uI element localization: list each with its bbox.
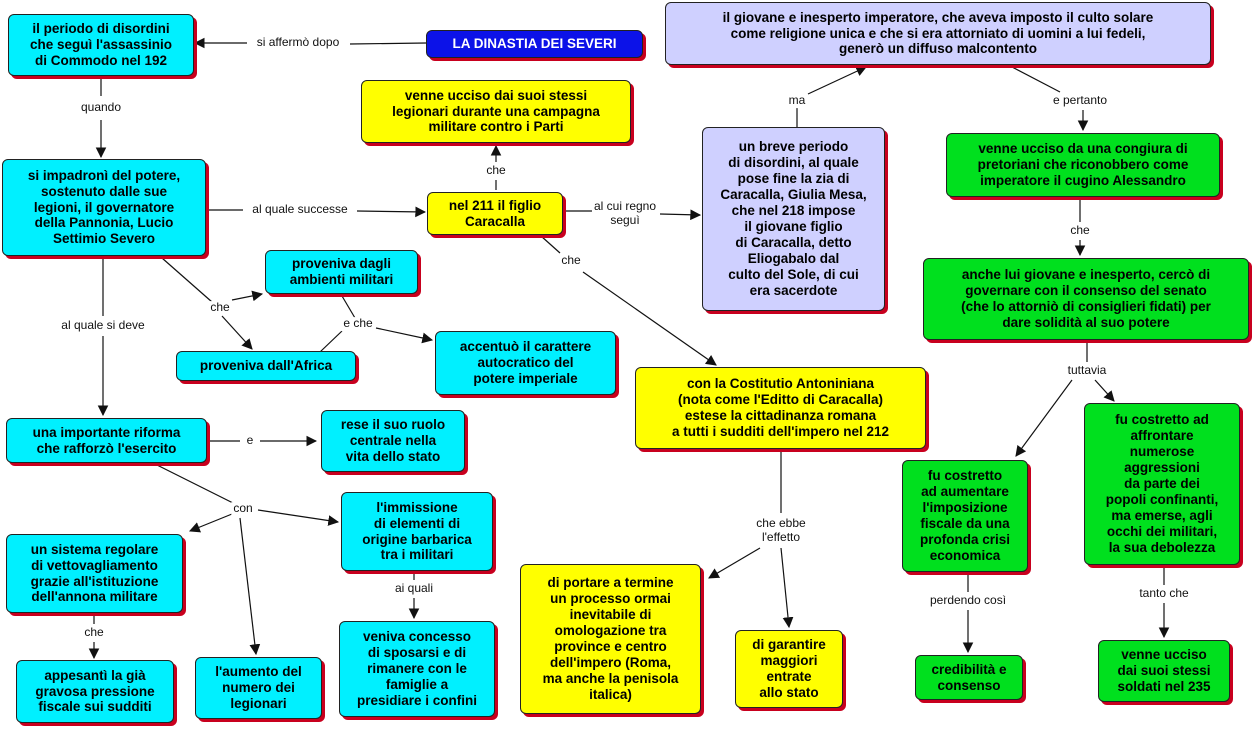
link-label-ai-quali: ai quali: [392, 581, 436, 596]
concept-immissione-barbari[interactable]: l'immissione di elementi di origine barb…: [341, 492, 493, 571]
concept-congiura-pretoriani[interactable]: venne ucciso da una congiura di pretoria…: [946, 133, 1220, 197]
concept-title[interactable]: LA DINASTIA DEI SEVERI: [426, 30, 643, 58]
concept-concesso-sposarsi[interactable]: veniva concesso di sposarsi e di rimaner…: [339, 621, 495, 717]
concept-caracalla[interactable]: nel 211 il figlio Caracalla: [427, 192, 563, 235]
link-label-che-alessandro: che: [1068, 223, 1092, 238]
concept-ucciso-parti[interactable]: venne ucciso dai suoi stessi legionari d…: [361, 80, 631, 143]
concept-maggiori-entrate[interactable]: di garantire maggiori entrate allo stato: [735, 630, 843, 708]
concept-credibilita-consenso[interactable]: credibilità e consenso: [915, 655, 1023, 700]
edge-title-disordini: [349, 42, 427, 45]
concept-disordini-192[interactable]: il periodo di disordini che seguì l'assa…: [8, 14, 194, 76]
concept-vettovagliamento[interactable]: un sistema regolare di vettovagliamento …: [6, 534, 183, 613]
concept-ucciso-235[interactable]: venne ucciso dai suoi stessi soldati nel…: [1098, 640, 1230, 702]
concept-settimio-severo[interactable]: si impadronì del potere, sostenuto dalle…: [2, 159, 206, 256]
concept-pressione-fiscale[interactable]: appesantì la già gravosa pressione fisca…: [16, 660, 174, 723]
link-label-al-cui-regno: al cui regno seguì: [591, 199, 659, 228]
link-label-che-ebbe-effetto: che ebbe l'effetto: [754, 516, 808, 545]
concept-breve-periodo-eliogabalo[interactable]: un breve periodo di disordini, al quale …: [702, 127, 885, 311]
link-label-tanto-che: tanto che: [1137, 586, 1191, 601]
concept-riforma-esercito[interactable]: una importante riforma che rafforzò l'es…: [6, 418, 207, 463]
link-label-che-costitutio: che: [559, 253, 583, 268]
link-label-con: con: [231, 501, 255, 516]
concept-giovane-imperatore[interactable]: il giovane e inesperto imperatore, che a…: [665, 2, 1211, 65]
concept-imposizione-fiscale[interactable]: fu costretto ad aumentare l'imposizione …: [902, 460, 1028, 572]
concept-omologazione[interactable]: di portare a termine un processo ormai i…: [520, 564, 701, 714]
link-label-ma: ma: [786, 93, 808, 108]
concept-ambienti-militari[interactable]: proveniva dagli ambienti militari: [265, 250, 418, 294]
concept-ruolo-centrale[interactable]: rese il suo ruolo centrale nella vita de…: [321, 410, 465, 472]
link-label-perdendo-cosi: perdendo così: [927, 593, 1009, 608]
concept-autocratico[interactable]: accentuò il carattere autocratico del po…: [435, 331, 616, 395]
link-label-al-quale-si-deve: al quale si deve: [59, 318, 147, 333]
concept-aggressioni[interactable]: fu costretto ad affrontare numerose aggr…: [1084, 403, 1240, 565]
link-label-si-affermo: si affermò dopo: [254, 35, 342, 50]
concept-aumento-legionari[interactable]: l'aumento del numero dei legionari: [195, 657, 322, 719]
link-label-e-pertanto: e pertanto: [1050, 93, 1110, 108]
link-label-al-quale-successe: al quale successe: [250, 202, 350, 217]
link-label-che-provenienza: che: [208, 300, 232, 315]
link-label-tuttavia: tuttavia: [1065, 363, 1109, 378]
link-label-che-annona: che: [82, 625, 106, 640]
link-label-e-che: e che: [341, 316, 375, 331]
concept-costitutio-antoniniana[interactable]: con la Costitutio Antoniniana (nota come…: [635, 367, 926, 449]
link-label-quando: quando: [78, 100, 124, 115]
concept-africa[interactable]: proveniva dall'Africa: [176, 351, 356, 381]
link-label-che-parti: che: [484, 163, 508, 178]
link-label-e: e: [244, 433, 256, 448]
concept-alessandro-senato[interactable]: anche lui giovane e inesperto, cercò di …: [923, 258, 1249, 340]
